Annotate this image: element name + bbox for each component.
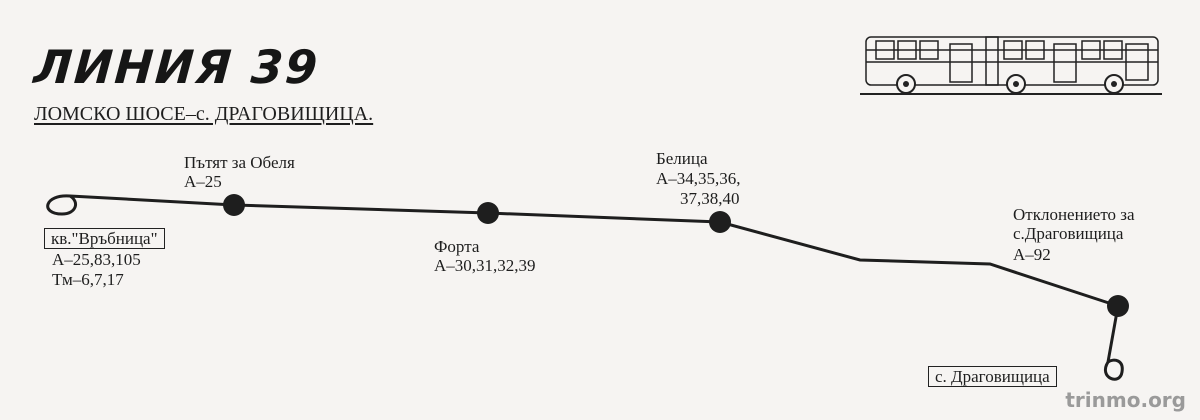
stop-marker-otklonenie [1107,295,1129,317]
stop-otklonenie-name-2: с.Драговищица [1013,224,1124,243]
stop-marker-belitsa [709,211,731,233]
watermark: trinmo.org [1065,388,1186,412]
stop-belitsa-lines-2: 37,38,40 [680,189,740,208]
stop-start-name: кв."Връбница" [44,228,165,249]
stop-start-lines-a: А–25,83,105 [52,250,141,269]
route-subtitle: ЛОМСКО ШОСЕ–с. ДРАГОВИЩИЦА. [34,103,374,125]
start-loop [46,194,235,216]
end-loop [1104,305,1124,381]
stop-belitsa-lines-1: А–34,35,36, [656,169,741,188]
stop-obelya-lines: А–25 [184,172,222,191]
stop-belitsa-name: Белица [656,149,708,168]
stop-marker-obelya [223,194,245,216]
stop-marker-forta [477,202,499,224]
stop-otklonenie-lines: А–92 [1013,245,1051,264]
route-line [233,203,1119,308]
stop-forta-lines: А–30,31,32,39 [434,256,536,275]
stop-end-name: с. Драговищица [928,366,1057,387]
stop-obelya-name: Пътят за Обеля [184,153,295,172]
stop-forta-name: Форта [434,237,480,256]
stop-start-lines-tm: Тм–6,7,17 [52,270,124,289]
stop-otklonenie-name-1: Отклонението за [1013,205,1135,224]
